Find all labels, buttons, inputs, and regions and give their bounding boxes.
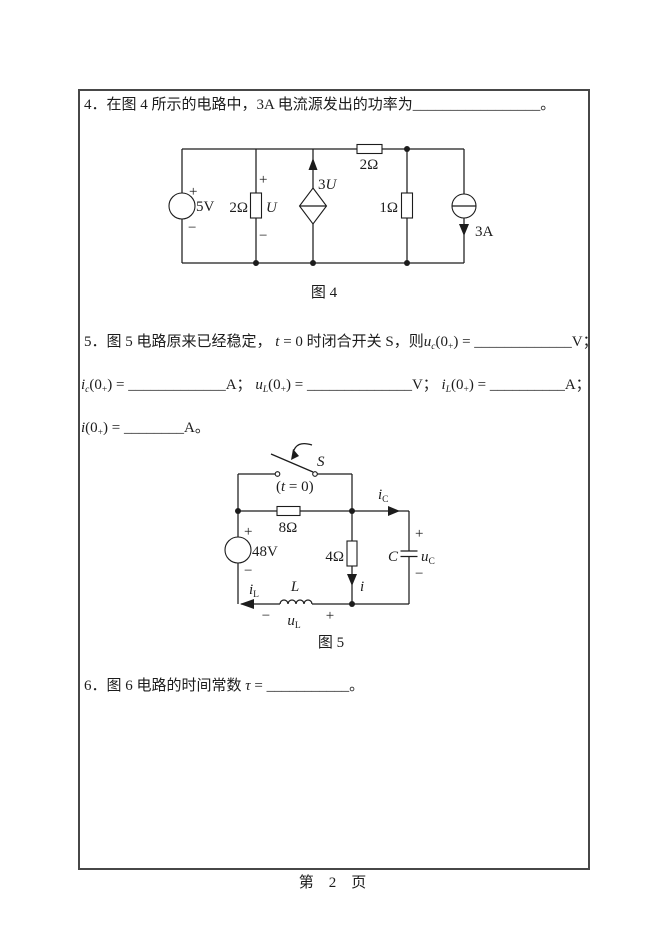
source-48v-value: 48V bbox=[252, 544, 278, 560]
figure4-wires bbox=[181, 148, 465, 264]
resistor-2ohm-top-label: 2Ω bbox=[360, 157, 379, 173]
resistor-1ohm: 1Ω bbox=[379, 192, 414, 219]
il-label: iL bbox=[249, 582, 259, 600]
content-border-box bbox=[78, 89, 590, 870]
current-direction-arrow-up bbox=[308, 158, 318, 170]
figure-4-caption: 图 4 bbox=[310, 285, 338, 301]
switch-label: S bbox=[317, 454, 325, 470]
question-5-text-line1: 5．图 5 电路原来已经稳定， t = 0 时闭合开关 S，则uc(0+) = … bbox=[84, 334, 598, 352]
i-arrow-down bbox=[347, 574, 357, 586]
il-arrow-left bbox=[240, 599, 254, 609]
uc-label: uC bbox=[421, 549, 435, 567]
current-direction-arrow-down bbox=[459, 224, 469, 236]
figure4-nodes bbox=[253, 146, 410, 266]
i-label: i bbox=[360, 579, 364, 595]
resistor-2ohm-horizontal: 2Ω bbox=[356, 143, 383, 173]
source-minus-sign: − bbox=[188, 220, 196, 236]
ul-plus-sign: + bbox=[326, 608, 334, 624]
page-number: 第 2 页 bbox=[298, 875, 367, 891]
figure5-wires bbox=[237, 473, 410, 605]
figure-5-caption: 图 5 bbox=[317, 635, 345, 651]
switch-time-label: (t = 0) bbox=[276, 479, 314, 495]
source-48v-minus: − bbox=[244, 563, 252, 579]
figure5-nodes bbox=[235, 508, 355, 607]
question-5-text-line2: ic(0+) = _____________A； uL(0+) = ______… bbox=[81, 377, 591, 395]
ul-label: uL bbox=[287, 613, 301, 631]
current-source-value: 3A bbox=[475, 224, 494, 240]
capacitor-current-ic: iC bbox=[378, 487, 400, 516]
dependent-source-label: 3U bbox=[318, 177, 338, 193]
resistor-2ohm-vertical: 2Ω U + − bbox=[229, 172, 278, 244]
uc-plus-sign: + bbox=[415, 526, 423, 542]
question-6-text: 6．图 6 电路的时间常数 τ = ___________。 bbox=[84, 678, 365, 694]
voltage-u-label: U bbox=[266, 200, 278, 216]
ic-arrow bbox=[388, 506, 400, 516]
dependent-source-3u: 3U bbox=[298, 158, 338, 225]
source-48v-plus: + bbox=[244, 524, 252, 540]
current-source-3a: 3A bbox=[451, 193, 494, 240]
source-plus-sign: + bbox=[189, 184, 197, 200]
voltage-source-5v: + 5V − bbox=[168, 184, 215, 236]
resistor-4ohm: 4Ω i bbox=[325, 540, 364, 595]
inductor-l: L iL − uL + bbox=[240, 579, 334, 631]
u-minus-sign: − bbox=[259, 228, 267, 244]
switch-s: S (t = 0) bbox=[270, 443, 325, 495]
source-value: 5V bbox=[196, 199, 215, 215]
switch-closing-arc bbox=[292, 443, 313, 454]
switch-closing-arrow bbox=[291, 449, 299, 460]
question-5-text-line3: i(0+) = ________A。 bbox=[81, 420, 210, 438]
resistor-1ohm-label: 1Ω bbox=[379, 200, 398, 216]
capacitor-c: C uC + − bbox=[388, 526, 435, 582]
uc-minus-sign: − bbox=[415, 566, 423, 582]
voltage-source-48v: + 48V − bbox=[224, 524, 278, 579]
ic-label: iC bbox=[378, 487, 389, 505]
figure-4-circuit-diagram: + 5V − 2Ω U + − 3U 2Ω 1Ω bbox=[168, 143, 494, 266]
inductor-label: L bbox=[290, 579, 299, 595]
resistor-8ohm: 8Ω bbox=[276, 505, 301, 536]
u-plus-sign: + bbox=[259, 172, 267, 188]
question-4-text: 4．在图 4 所示的电路中，3A 电流源发出的功率为______________… bbox=[84, 97, 556, 113]
capacitor-label: C bbox=[388, 549, 399, 565]
resistor-8ohm-label: 8Ω bbox=[279, 520, 298, 536]
figure-5-circuit-diagram: S (t = 0) 8Ω + 48V − iC C uC + − bbox=[224, 443, 435, 631]
resistor-2ohm-label: 2Ω bbox=[229, 200, 248, 216]
ul-minus-sign: − bbox=[262, 608, 270, 624]
resistor-4ohm-label: 4Ω bbox=[325, 549, 344, 565]
